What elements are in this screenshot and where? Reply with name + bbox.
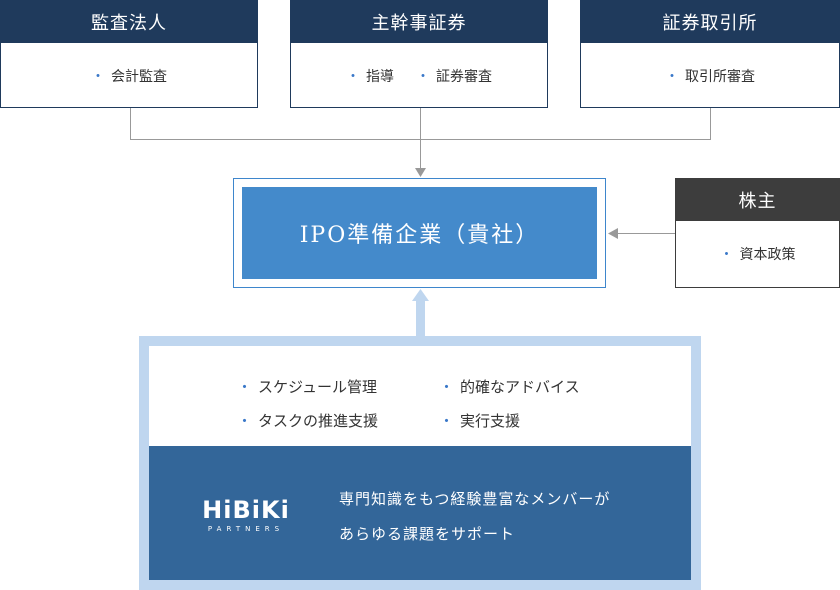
bullet-icon: ・: [91, 68, 105, 85]
connector-line: [710, 108, 711, 139]
item-label: 証券審査: [436, 68, 492, 85]
lead-underwriter-box: 主幹事証券 ・指導 ・証券審査: [290, 0, 548, 108]
bullet-icon: ・: [237, 378, 253, 396]
lead-underwriter-item: ・証券審査: [416, 66, 492, 86]
stock-exchange-box: 証券取引所 ・取引所審査: [580, 0, 840, 108]
arrow-down-icon: [415, 168, 426, 177]
lead-underwriter-title: 主幹事証券: [291, 1, 547, 43]
service-item: ・スケジュール管理: [237, 370, 378, 404]
hibiki-services: ・スケジュール管理 ・タスクの推進支援 ・的確なアドバイス ・実行支援: [149, 346, 691, 446]
ipo-company-box: IPO準備企業（貴社）: [233, 178, 606, 288]
bullet-icon: ・: [439, 412, 455, 430]
service-label: タスクの推進支援: [258, 412, 379, 430]
service-item: ・実行支援: [439, 404, 580, 438]
audit-firm-title: 監査法人: [1, 1, 257, 43]
service-item: ・タスクの推進支援: [237, 404, 378, 438]
connector-line: [130, 108, 131, 139]
ipo-company-label: IPO準備企業（貴社）: [242, 187, 597, 279]
shareholder-box: 株主 ・資本政策: [675, 178, 840, 288]
description-line: 専門知識をもつ経験豊富なメンバーが: [339, 490, 611, 508]
bullet-icon: ・: [237, 412, 253, 430]
bullet-icon: ・: [439, 378, 455, 396]
bullet-icon: ・: [719, 247, 734, 263]
description-line: あらゆる課題をサポート: [339, 525, 516, 543]
service-item: ・的確なアドバイス: [439, 370, 580, 404]
item-label: 会計監査: [111, 68, 167, 85]
shareholder-items: ・資本政策: [676, 221, 839, 287]
connector-line: [420, 108, 421, 139]
hibiki-partners-logo: HiBiKi PARTNERS: [202, 496, 290, 533]
arrow-left-icon: [608, 228, 618, 239]
audit-firm-items: ・会計監査: [1, 43, 257, 108]
service-label: 的確なアドバイス: [460, 378, 580, 396]
services-right: ・的確なアドバイス ・実行支援: [439, 370, 580, 438]
service-label: 実行支援: [460, 412, 521, 430]
arrow-up-icon: [412, 289, 429, 301]
support-arrow-shaft: [416, 300, 425, 336]
shareholder-item: 資本政策: [739, 247, 796, 263]
stock-exchange-items: ・取引所審査: [581, 43, 839, 108]
bullet-icon: ・: [416, 68, 430, 85]
audit-firm-item: ・会計監査: [91, 66, 167, 86]
bullet-icon: ・: [665, 68, 679, 85]
service-label: スケジュール管理: [258, 378, 377, 396]
audit-firm-box: 監査法人 ・会計監査: [0, 0, 258, 108]
stock-exchange-item: ・取引所審査: [665, 66, 755, 86]
connector-line: [420, 139, 421, 169]
logo-main-text: HiBiKi: [202, 496, 290, 524]
hibiki-description-panel: HiBiKi PARTNERS 専門知識をもつ経験豊富なメンバーが あらゆる課題…: [149, 446, 691, 580]
hibiki-description: 専門知識をもつ経験豊富なメンバーが あらゆる課題をサポート: [339, 482, 610, 552]
bullet-icon: ・: [346, 68, 360, 85]
services-left: ・スケジュール管理 ・タスクの推進支援: [237, 370, 378, 438]
stock-exchange-title: 証券取引所: [581, 1, 839, 43]
lead-underwriter-items: ・指導 ・証券審査: [291, 43, 547, 108]
lead-underwriter-item: ・指導: [346, 66, 394, 86]
logo-sub-text: PARTNERS: [208, 525, 284, 533]
shareholder-title: 株主: [676, 179, 839, 221]
item-label: 取引所審査: [685, 68, 755, 85]
hibiki-support-panel: ・スケジュール管理 ・タスクの推進支援 ・的確なアドバイス ・実行支援 HiBi…: [139, 336, 701, 590]
connector-line: [617, 233, 675, 234]
item-label: 指導: [366, 68, 394, 85]
